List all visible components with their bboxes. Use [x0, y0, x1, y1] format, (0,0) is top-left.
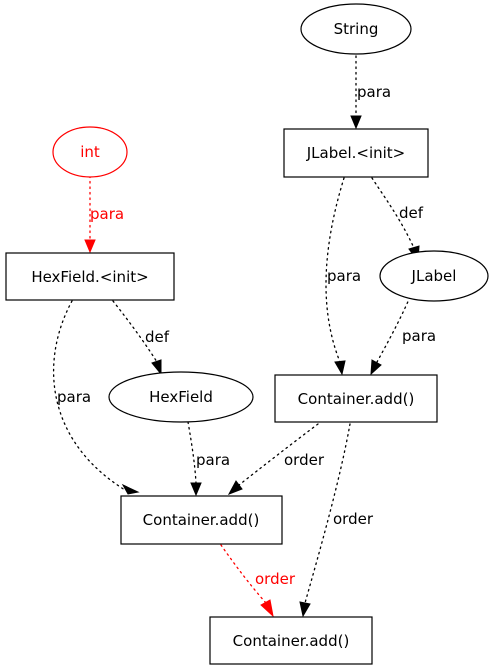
node-label: JLabel	[411, 267, 457, 285]
edge-label-order-highlight: order	[255, 570, 296, 588]
edge-hexfield-init-to-container-add-left: para	[52, 300, 140, 495]
edge-container-add-mid-to-bottom: order	[299, 423, 374, 618]
edge-string-to-jlabel-init: para	[350, 55, 391, 130]
node-hexfield-init[interactable]: HexField.<init>	[5, 252, 175, 301]
node-label: String	[334, 20, 379, 38]
edge-label-order: order	[333, 510, 374, 528]
edge-label-para: para	[196, 451, 230, 469]
edge-label-def: def	[399, 204, 424, 222]
edge-label-para-highlight: para	[90, 205, 124, 223]
node-label: HexField	[149, 388, 213, 406]
edge-label-para: para	[402, 327, 436, 345]
edge-jlabel-to-container-add-mid: para	[370, 296, 436, 376]
edge-hexfield-init-to-hexfield: def	[112, 300, 170, 376]
node-label: HexField.<init>	[31, 268, 148, 286]
node-jlabel[interactable]: JLabel	[379, 250, 489, 302]
edge-jlabel-init-to-container-add-mid: para	[325, 177, 361, 376]
edges: para para def para para	[52, 55, 436, 618]
node-int[interactable]: int	[52, 126, 128, 178]
node-container-add-bottom[interactable]: Container.add()	[209, 616, 373, 665]
node-hexfield[interactable]: HexField	[108, 371, 254, 423]
edge-container-add-mid-to-left: order	[227, 423, 325, 495]
edge-container-add-left-to-bottom: order	[220, 544, 296, 618]
node-label: Container.add()	[298, 390, 415, 408]
node-container-add-mid[interactable]: Container.add()	[274, 374, 438, 423]
edge-label-para: para	[357, 83, 391, 101]
node-label-highlight: int	[80, 143, 100, 161]
edge-label-para: para	[57, 388, 91, 406]
node-jlabel-init[interactable]: JLabel.<init>	[283, 128, 429, 178]
node-label: Container.add()	[143, 511, 260, 529]
edge-jlabel-init-to-jlabel: def	[371, 177, 424, 263]
edge-label-para: para	[327, 267, 361, 285]
edge-label-order: order	[284, 451, 325, 469]
node-label: Container.add()	[233, 632, 350, 650]
edge-hexfield-to-container-add-left: para	[187, 421, 230, 497]
node-container-add-left[interactable]: Container.add()	[120, 495, 283, 545]
node-label: JLabel.<init>	[306, 144, 406, 162]
nodes: String JLabel.<init> int HexField.<init>…	[5, 3, 489, 665]
edge-int-to-hexfield-init: para	[84, 175, 124, 254]
edge-label-def: def	[145, 328, 170, 346]
node-string[interactable]: String	[300, 3, 412, 55]
